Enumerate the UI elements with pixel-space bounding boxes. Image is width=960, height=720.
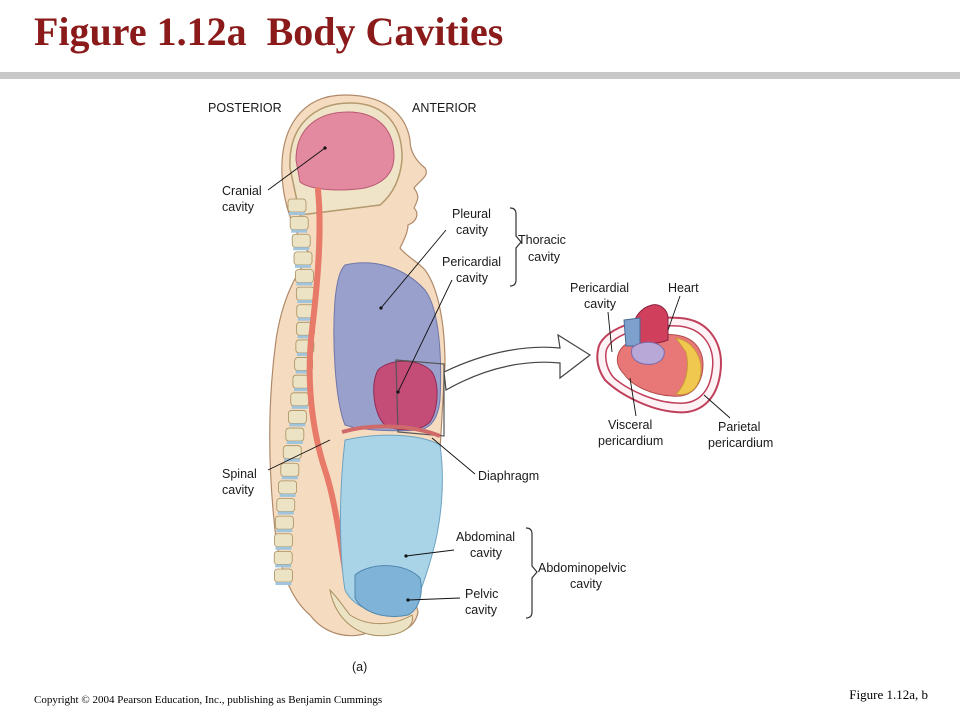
inset-pericardial-label-line2: cavity: [584, 297, 617, 311]
vertebra: [280, 462, 300, 477]
intervertebral-disc: [286, 441, 303, 445]
spinal-label-line2: cavity: [222, 483, 255, 497]
inset-parietal-label-line1: Parietal: [718, 420, 760, 434]
pericardial-label-line1: Pericardial: [442, 255, 501, 269]
heart-atrium: [631, 341, 665, 365]
vertebra: [274, 568, 293, 583]
cranial-cavity: [295, 111, 395, 191]
heart-inset: [596, 304, 722, 414]
intervertebral-disc: [296, 352, 313, 356]
cranial-label-line1: Cranial: [222, 184, 262, 198]
pleural-label-line1: Pleural: [452, 207, 491, 221]
leader-lines: [267, 147, 731, 601]
heart-fat: [675, 337, 702, 395]
intervertebral-disc: [295, 264, 312, 268]
intervertebral-disc: [297, 300, 314, 304]
inset-visceral-label-line1: Visceral: [608, 418, 652, 432]
intervertebral-disc: [279, 493, 296, 497]
inset-parietal-label-line2: pericardium: [708, 436, 773, 450]
vertebra: [274, 533, 293, 548]
spinal-cavity: [306, 187, 348, 573]
thoracic-bracket: [509, 207, 522, 287]
vertebra: [290, 392, 310, 407]
intervertebral-disc: [289, 212, 305, 215]
vertebra: [278, 480, 298, 495]
inset-heart-label: Heart: [668, 281, 699, 295]
intervertebral-disc: [296, 282, 313, 286]
abdominopelvic-bracket: [525, 527, 538, 619]
vertebra: [289, 216, 309, 231]
abdominopelvic-label-line2: cavity: [570, 577, 603, 591]
intervertebral-disc: [291, 229, 308, 233]
vertebra: [282, 445, 302, 460]
pelvic-label-line2: cavity: [465, 603, 498, 617]
vertebra: [293, 251, 313, 266]
vertebra: [295, 286, 315, 301]
spinal-label-line1: Spinal: [222, 467, 257, 481]
abdominal-label-line1: Abdominal: [456, 530, 515, 544]
thoracic-label-line1: Thoracic: [518, 233, 566, 247]
pericardium-cutout: [395, 359, 445, 437]
intervertebral-disc: [291, 405, 308, 409]
pericardial-cavity: [373, 360, 438, 431]
intervertebral-disc: [289, 423, 306, 427]
intervertebral-disc: [297, 335, 314, 339]
figure-reference: Figure 1.12a, b: [849, 687, 928, 702]
panel-label: (a): [352, 660, 367, 674]
intervertebral-disc: [295, 370, 312, 374]
thoracic-label-line2: cavity: [528, 250, 561, 264]
vertebra: [291, 233, 311, 248]
intervertebral-disc: [284, 458, 301, 462]
posterior-label: POSTERIOR: [208, 101, 282, 115]
vertebra: [287, 198, 307, 213]
pelvic-bone: [329, 588, 414, 637]
pelvic-cavity: [354, 565, 422, 617]
vertebra: [276, 498, 296, 512]
vertebra: [295, 269, 314, 283]
inset-visceral-label-line2: pericardium: [598, 434, 663, 448]
intervertebral-disc: [275, 564, 292, 568]
cranial-label-line2: cavity: [222, 200, 255, 214]
diaphragm: [341, 424, 441, 438]
intervertebral-disc: [281, 476, 298, 480]
intervertebral-disc: [277, 511, 294, 515]
intervertebral-disc: [275, 546, 292, 550]
intervertebral-disc: [293, 247, 310, 251]
copyright-notice: Copyright © 2004 Pearson Education, Inc.…: [34, 694, 383, 706]
vertebra: [287, 410, 307, 424]
pleural-label-line2: cavity: [456, 223, 489, 237]
vertebra: [285, 427, 305, 442]
heart-vein: [623, 317, 641, 347]
anterior-label: ANTERIOR: [412, 101, 477, 115]
intervertebral-disc: [293, 388, 310, 392]
intervertebral-disc: [276, 529, 293, 533]
abdominal-label-line2: cavity: [470, 546, 503, 560]
pelvic-label-line1: Pelvic: [465, 587, 498, 601]
abdominopelvic-label-line1: Abdominopelvic: [538, 561, 626, 575]
leader-dots: [323, 146, 410, 602]
intervertebral-disc: [275, 582, 292, 585]
title-divider: [0, 72, 960, 79]
diaphragm-label: Diaphragm: [478, 469, 539, 483]
vertebra: [273, 550, 293, 565]
pericardial-label-line2: cavity: [456, 271, 489, 285]
inset-pericardial-label-line1: Pericardial: [570, 281, 629, 295]
zoom-arrow: [443, 333, 592, 391]
page-title: Figure 1.12a Body Cavities: [34, 9, 504, 54]
vertebra: [274, 515, 294, 530]
vertebral-column: [273, 198, 316, 585]
intervertebral-disc: [297, 317, 314, 321]
